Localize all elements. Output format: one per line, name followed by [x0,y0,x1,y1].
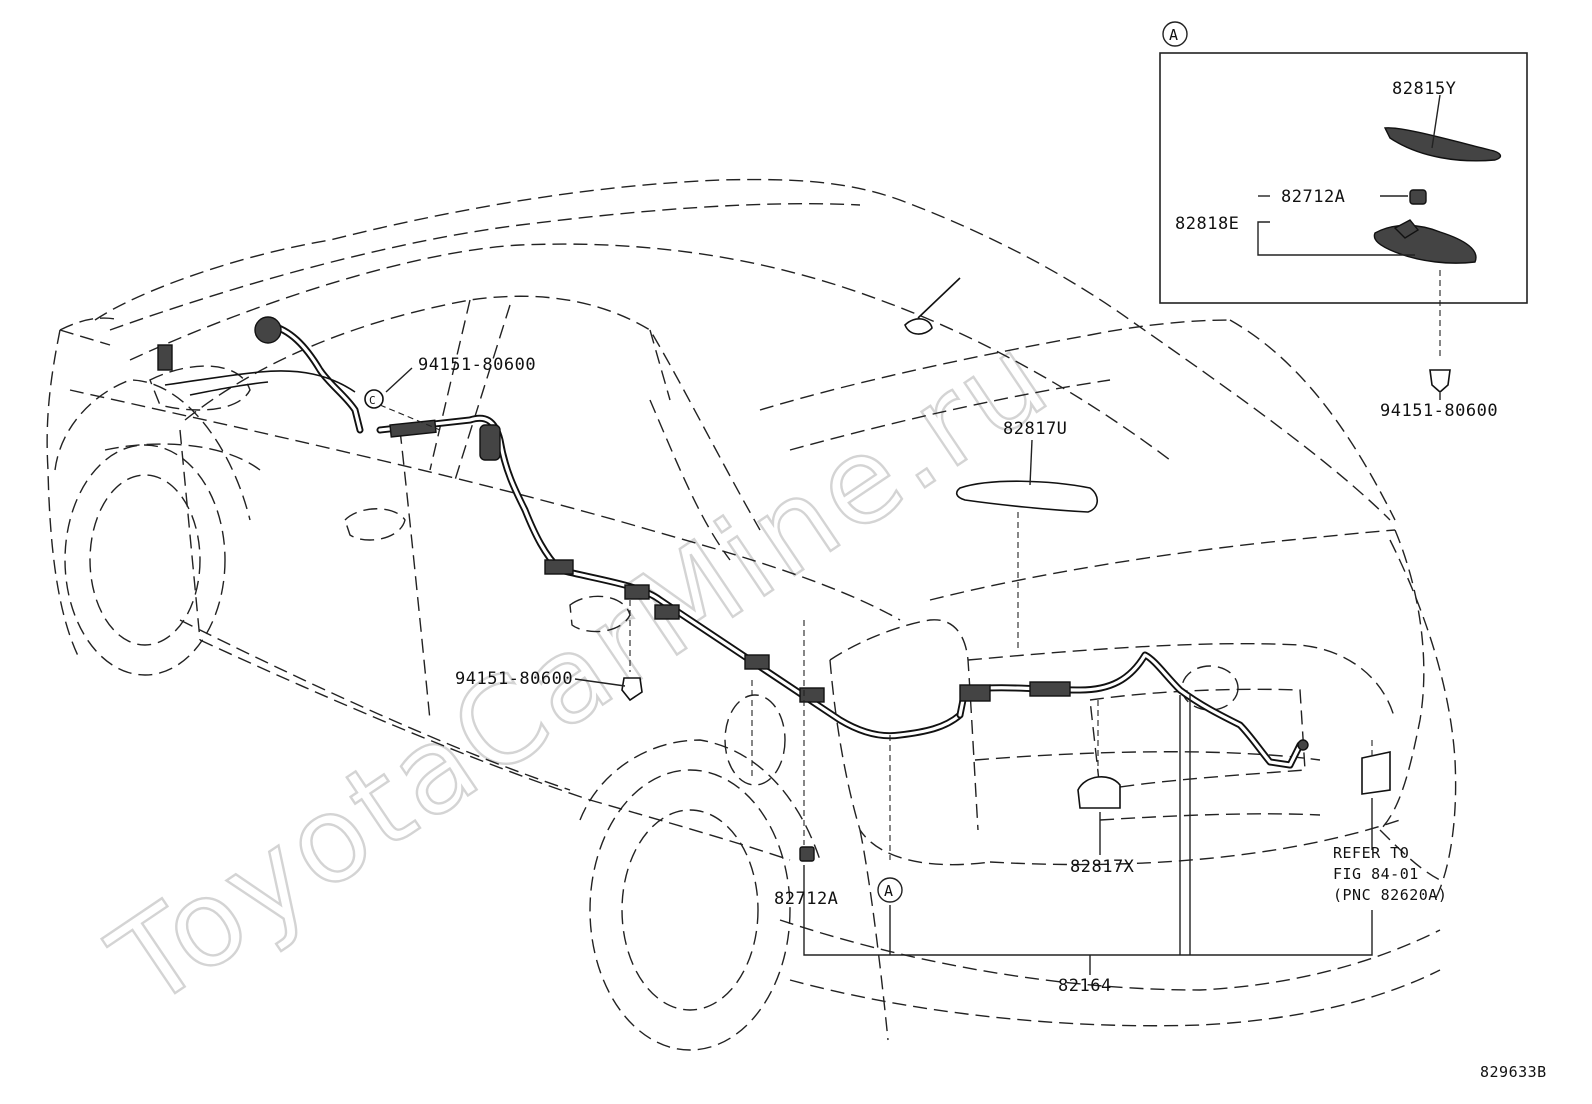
clip-mark: C [369,394,376,407]
label-94151-door: 94151-80600 [455,669,573,689]
label-82164: 82164 [1058,976,1112,996]
inset-marker-label: A [1169,26,1179,44]
part-labels: 82815Y 82712A 82818E 94151-80600 94151-8… [418,79,1547,1081]
label-refer-line2: FIG 84-01 [1333,865,1419,883]
label-82817X: 82817X [1070,857,1135,877]
inset-detail-a: A [1159,21,1528,360]
part-94151-door-clip [621,677,643,702]
label-refer-line3: (PNC 82620A) [1333,886,1447,904]
antenna-base [904,318,933,335]
label-82712A-lower: 82712A [774,889,838,909]
callout-marker-circle [877,877,903,903]
harness-connector-front [157,344,173,371]
label-82817U: 82817U [1003,419,1067,439]
part-82818E-shape [1373,224,1477,264]
part-82815Y-shape [1383,127,1502,162]
label-94151-inset: 94151-80600 [1380,401,1498,421]
leader-lines [379,367,1373,975]
label-94151-roof: 94151-80600 [418,355,536,375]
part-82712A-clip [799,846,815,862]
inset-marker-circle [1162,21,1188,47]
label-refer-line1: REFER TO [1333,844,1409,862]
part-82817U-shape [955,480,1099,513]
car-body-outline [46,178,1457,1051]
part-94151-roof-clip [364,389,384,409]
parts: C [364,277,1391,862]
harness-grommet [254,316,282,344]
part-bracket-82620A [1361,751,1391,795]
part-82817X-shape [1077,776,1121,809]
part-82712A-inset-clip [1409,189,1427,205]
part-94151-inset-clip [1429,369,1451,394]
diagram-id: 829633B [1480,1063,1547,1081]
label-82815Y: 82815Y [1392,79,1456,99]
inset-frame [1159,52,1528,304]
label-82818E: 82818E [1175,214,1239,234]
callout-marker-label: A [884,882,894,900]
label-82712A-inset: 82712A [1281,187,1345,207]
antenna-rod [917,277,961,319]
wire-harness [157,316,1309,769]
